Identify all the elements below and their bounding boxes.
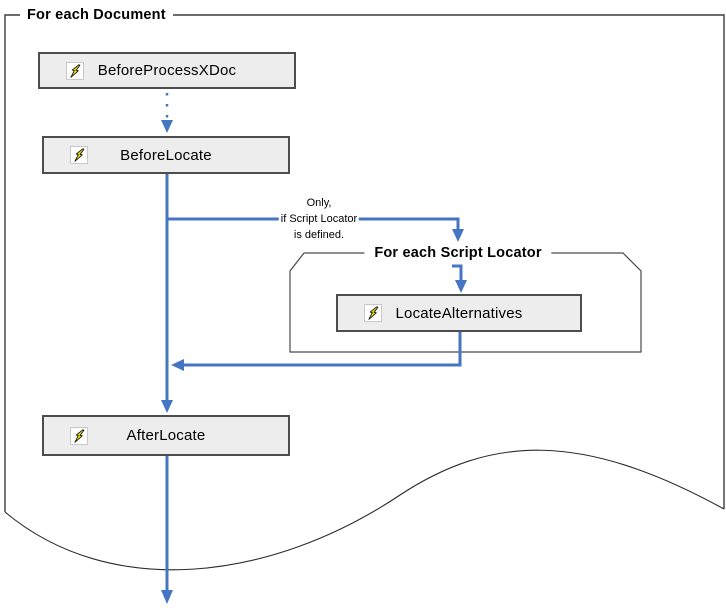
conditional-branch-line [167,217,460,230]
document-frame-border [4,14,725,512]
arrowhead-down-icon [161,590,173,604]
arrowhead-down-icon [161,400,173,413]
event-node-label: AfterLocate [126,427,206,444]
event-node-label: BeforeProcessXDoc [97,62,237,79]
event-node-locatealternatives: LocateAlternatives [336,294,582,332]
lightning-bolt-icon [70,426,88,445]
event-node-label: BeforeLocate [120,146,212,164]
event-node-afterlocate: AfterLocate [42,415,290,456]
condition-note: Only, if Script Locator is defined. [278,195,360,243]
script-locator-frame-border [289,252,642,353]
event-node-beforeprocessxdoc: BeforeProcessXDoc [38,52,296,89]
return-flow-line [184,332,462,367]
page-tear-wave [4,449,725,571]
arrowhead-left-icon [171,359,184,371]
condition-note-line: if Script Locator [280,213,358,225]
arrowhead-down-icon [455,280,467,293]
condition-note-line: is defined. [293,229,345,241]
condition-note-line: Only, [306,197,332,209]
script-locator-frame-title: For each Script Locator [364,245,552,261]
event-node-beforelocate: BeforeLocate [42,136,290,174]
document-frame-title: For each Document [20,7,173,23]
lightning-bolt-icon [70,146,88,164]
frame-to-node-line [452,264,463,281]
lightning-bolt-icon [66,61,84,80]
arrowhead-down-icon [452,229,464,242]
event-node-label: LocateAlternatives [395,304,523,322]
lightning-bolt-icon [364,304,382,322]
arrowhead-down-icon [161,120,173,133]
